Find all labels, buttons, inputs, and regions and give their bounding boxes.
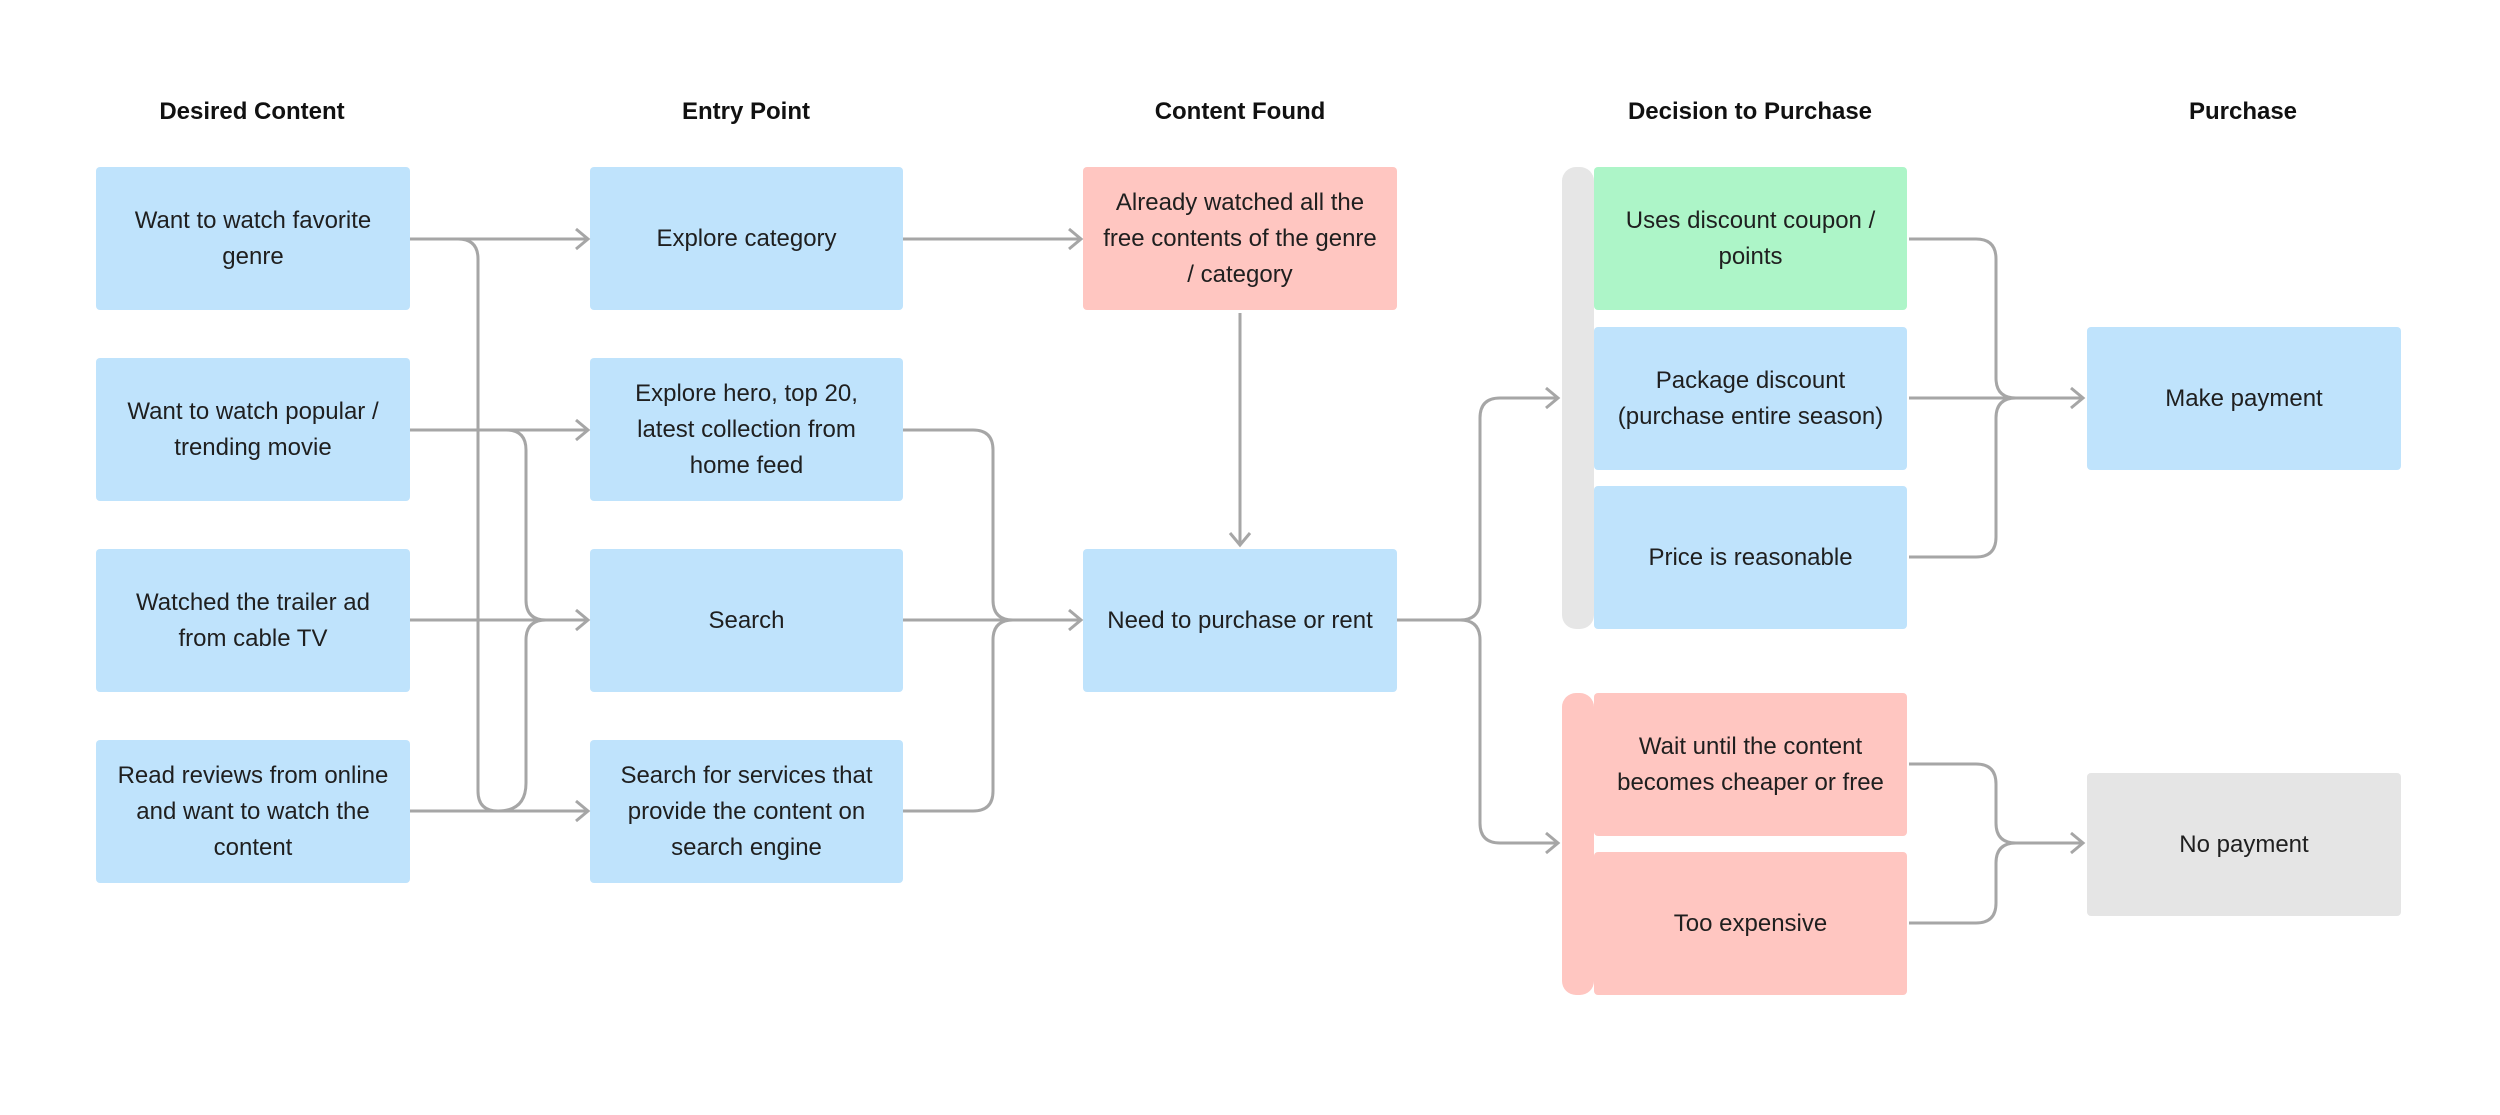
- node-wait-until-cheaper: Wait until the content becomes cheaper o…: [1594, 693, 1907, 836]
- arrowhead-search: [575, 608, 591, 632]
- node-package-discount: Package discount (purchase entire season…: [1594, 327, 1907, 470]
- arrowhead-explore-hero: [575, 418, 591, 442]
- purchase-decision-bracket: [1562, 167, 1594, 629]
- node-want-favorite-genre: Want to watch favorite genre: [96, 167, 410, 310]
- no-purchase-decision-bracket: [1562, 693, 1594, 995]
- node-need-purchase-or-rent: Need to purchase or rent: [1083, 549, 1397, 692]
- node-want-popular-movie: Want to watch popular / trending movie: [96, 358, 410, 501]
- edge-search-services-to-need-purchase: [903, 618, 1014, 813]
- node-read-reviews: Read reviews from online and want to wat…: [96, 740, 410, 883]
- node-explore-hero: Explore hero, top 20, latest collection …: [590, 358, 903, 501]
- edge-too-expensive-to-no-payment: [1909, 841, 2017, 925]
- arrowhead-no-payment: [2070, 831, 2086, 855]
- arrowhead-search-services: [575, 799, 591, 823]
- node-price-reasonable: Price is reasonable: [1594, 486, 1907, 629]
- node-make-payment: Make payment: [2087, 327, 2401, 470]
- node-explore-category: Explore category: [590, 167, 903, 310]
- column-header-purchase: Purchase: [2188, 98, 2298, 125]
- node-search-services: Search for services that provide the con…: [590, 740, 903, 883]
- edge-reviews-to-search: [410, 618, 547, 813]
- arrowhead-need-purchase-top: [1228, 532, 1252, 548]
- edge-explore-hero-to-need-purchase: [903, 428, 1081, 622]
- arrowhead-explore-category: [575, 227, 591, 251]
- node-no-payment: No payment: [2087, 773, 2401, 916]
- node-uses-discount-coupon: Uses discount coupon / points: [1594, 167, 1907, 310]
- arrowhead-make-payment: [2070, 386, 2086, 410]
- node-already-watched: Already watched all the free contents of…: [1083, 167, 1397, 310]
- arrowhead-need-purchase-left: [1068, 608, 1084, 632]
- arrowhead-buy-decision: [1545, 386, 1561, 410]
- node-search: Search: [590, 549, 903, 692]
- column-header-content-found: Content Found: [1154, 98, 1326, 125]
- edge-need-purchase-to-buy-decision: [1397, 396, 1558, 622]
- node-too-expensive: Too expensive: [1594, 852, 1907, 995]
- column-header-decision-to-purchase: Decision to Purchase: [1627, 98, 1873, 125]
- edge-price-reasonable-to-make-payment: [1909, 396, 2017, 559]
- edge-popular-to-search: [410, 428, 588, 622]
- column-header-entry-point: Entry Point: [681, 98, 810, 125]
- edge-wait-cheaper-to-no-payment: [1909, 762, 2083, 845]
- arrowhead-no-buy-decision: [1545, 831, 1561, 855]
- arrowhead-already-watched: [1068, 227, 1084, 251]
- edge-favorite-to-search-services: [410, 237, 588, 813]
- edge-discount-coupon-to-make-payment: [1909, 237, 2083, 400]
- edge-need-purchase-to-no-buy-decision: [1397, 618, 1558, 845]
- column-header-desired-content: Desired Content: [159, 98, 345, 125]
- node-watched-trailer-ad: Watched the trailer ad from cable TV: [96, 549, 410, 692]
